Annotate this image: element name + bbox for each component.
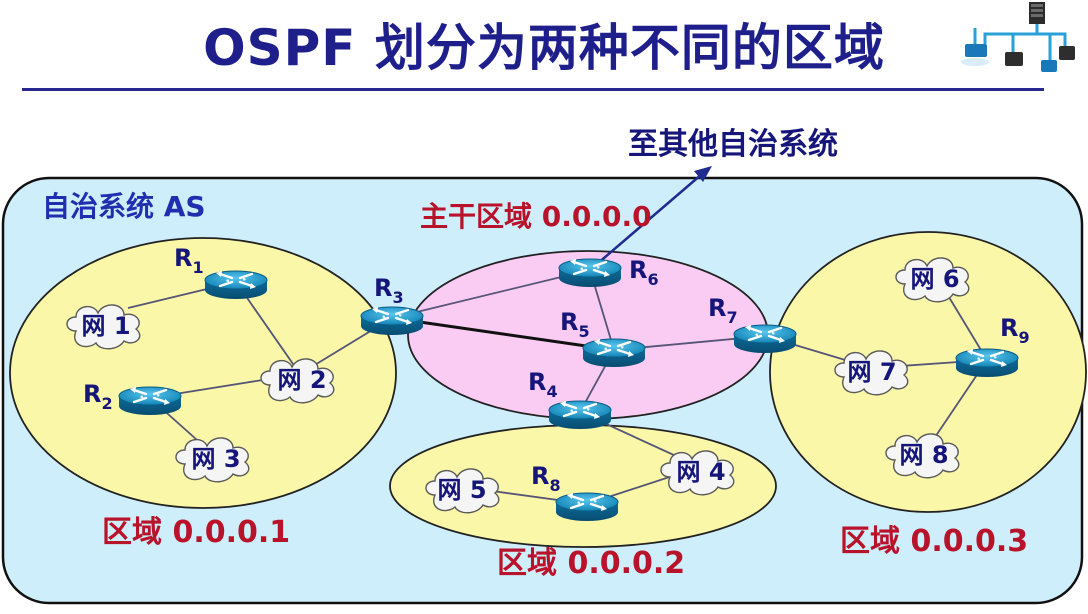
- router-r9-icon: [954, 347, 1020, 379]
- area-3-boundary: [769, 231, 1087, 513]
- link-r3-r5: [391, 316, 615, 352]
- external-arrow-icon: [694, 166, 712, 182]
- network-5-label: 网 5: [437, 476, 486, 504]
- page-title: OSPF 划分为两种不同的区域: [203, 19, 885, 77]
- title-divider: [22, 88, 1044, 91]
- network-logo-icon: [961, 2, 1075, 72]
- network-7-label: 网 7: [847, 358, 896, 386]
- external-as-label: 至其他自治系统: [628, 127, 838, 162]
- router-r1-icon: [203, 269, 269, 301]
- router-r3-label: R3: [374, 274, 404, 307]
- router-r9-label: R9: [1000, 314, 1030, 347]
- router-r2-icon: [117, 385, 183, 417]
- router-r7-icon: [732, 323, 798, 355]
- router-r5-icon: [581, 337, 647, 369]
- router-r7-label: R7: [708, 294, 738, 327]
- network-4-label: 网 4: [676, 458, 725, 486]
- router-r6-label: R6: [629, 256, 659, 289]
- router-r8-icon: [554, 491, 620, 523]
- router-r1-label: R1: [174, 244, 204, 277]
- network-2-label: 网 2: [277, 366, 326, 394]
- network-6-label: 网 6: [910, 265, 959, 293]
- network-8-label: 网 8: [899, 441, 948, 469]
- link-r3-r6: [391, 269, 591, 319]
- area-3-label: 区域 0.0.0.3: [840, 524, 1028, 559]
- area-2-label: 区域 0.0.0.2: [497, 546, 685, 581]
- router-r4-label: R4: [528, 368, 558, 401]
- router-r2-label: R2: [83, 380, 113, 413]
- router-r3-icon: [359, 305, 425, 337]
- router-r4-icon: [547, 399, 613, 431]
- external-link: [589, 173, 703, 271]
- router-r6-icon: [557, 257, 623, 289]
- as-label: 自治系统 AS: [42, 190, 206, 223]
- router-r5-label: R5: [560, 308, 590, 341]
- backbone-area-label: 主干区域 0.0.0.0: [420, 200, 652, 233]
- network-1-label: 网 1: [81, 312, 130, 340]
- router-r8-label: R8: [531, 462, 561, 495]
- area-1-label: 区域 0.0.0.1: [102, 515, 290, 550]
- network-3-label: 网 3: [191, 445, 240, 473]
